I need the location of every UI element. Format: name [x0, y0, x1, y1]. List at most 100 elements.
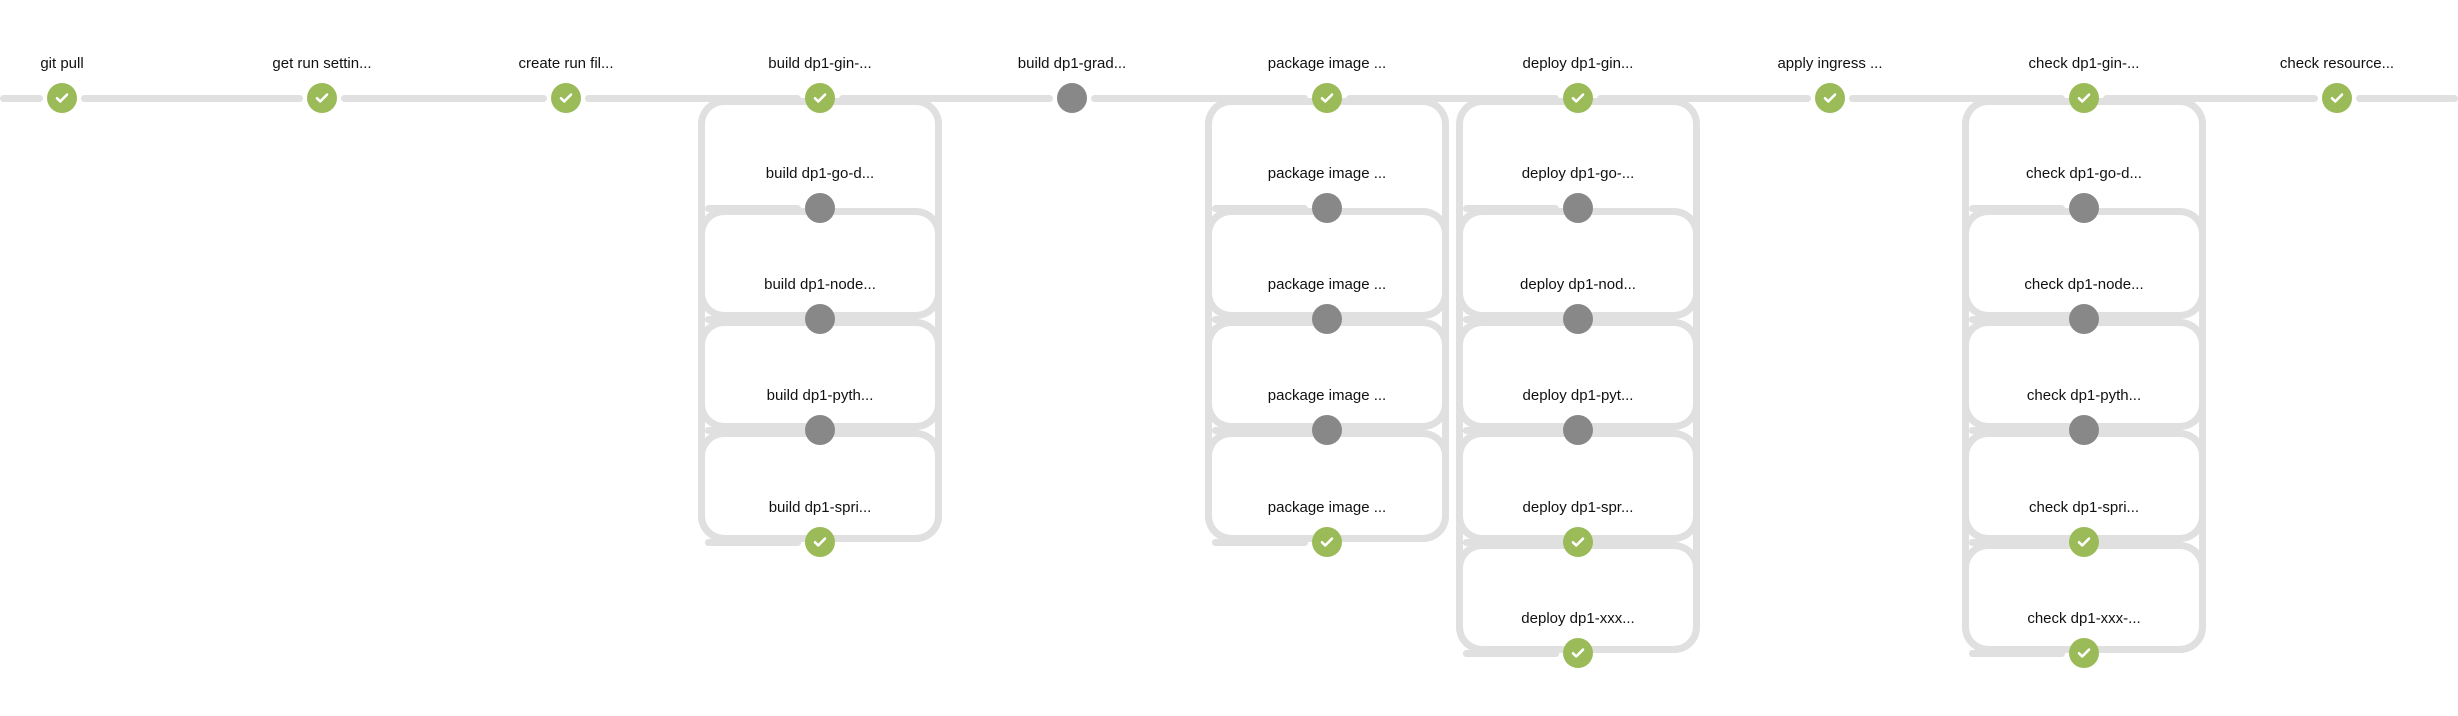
check-circle-icon — [2077, 93, 2091, 103]
rail-main-5 — [1346, 94, 1559, 102]
check-circle-icon — [1823, 93, 1837, 103]
branch-cell-right-deploy-branch-1 — [1580, 319, 1700, 430]
branch-cell-right-package-branch-1 — [1329, 319, 1449, 430]
stage-node-label: build dp1-gin-... — [768, 55, 872, 72]
branch-node-label: deploy dp1-nod... — [1520, 276, 1636, 293]
check-circle-icon — [1320, 537, 1334, 547]
stage-node-build-dp1-gin[interactable] — [805, 83, 835, 113]
branch-node-label: deploy dp1-xxx... — [1521, 610, 1635, 627]
branch-node-package-image[interactable] — [1312, 527, 1342, 557]
rail-main-2 — [585, 94, 801, 102]
check-circle-icon — [1571, 93, 1585, 103]
branch-node-deploy-dp1-nod[interactable] — [1563, 304, 1593, 334]
stage-node-create-run-fil[interactable] — [551, 83, 581, 113]
branch-node-label: deploy dp1-go-... — [1521, 165, 1635, 182]
branch-node-package-image[interactable] — [1312, 193, 1342, 223]
rail-main-3 — [839, 94, 1053, 102]
branch-node-label: build dp1-node... — [764, 276, 876, 293]
stage-node-check-dp1-gin[interactable] — [2069, 83, 2099, 113]
branch-node-build-dp1-spri[interactable] — [805, 527, 835, 557]
branch-node-label: package image ... — [1267, 499, 1387, 516]
branch-cell-left-check-branch-0 — [1962, 208, 2084, 319]
branch-node-deploy-dp1-pyt[interactable] — [1563, 415, 1593, 445]
stage-node-git-pull[interactable] — [47, 83, 77, 113]
branch-node-deploy-dp1-xxx[interactable] — [1563, 638, 1593, 668]
stage-node-label: check dp1-gin-... — [2028, 55, 2140, 72]
branch-node-label: deploy dp1-pyt... — [1522, 387, 1634, 404]
check-circle-icon — [315, 93, 329, 103]
branch-node-check-dp1-go-d[interactable] — [2069, 193, 2099, 223]
branch-cell-right-build-branch-0 — [822, 208, 942, 319]
branch-cell-left-build-branch-1 — [698, 319, 820, 430]
rail-main-6 — [1597, 94, 1811, 102]
branch-node-check-dp1-node[interactable] — [2069, 304, 2099, 334]
rail-main-1 — [341, 94, 547, 102]
branch-cell-right-package-branch-2 — [1329, 430, 1449, 542]
branch-sep-left-package-branch-2 — [1212, 538, 1308, 546]
stage-node-label: deploy dp1-gin... — [1522, 55, 1634, 72]
branch-cell-right-package-branch-0 — [1329, 208, 1449, 319]
branch-node-label: build dp1-go-d... — [765, 165, 875, 182]
check-circle-icon — [1571, 537, 1585, 547]
branch-cell-right-check-branch-3 — [2086, 542, 2206, 653]
stage-node-label: check resource... — [2279, 55, 2395, 72]
rail-main-8 — [2103, 94, 2318, 102]
stage-node-label: get run settin... — [272, 55, 372, 72]
branch-node-label: deploy dp1-spr... — [1522, 499, 1634, 516]
rail-main-0 — [81, 94, 303, 102]
branch-node-build-dp1-go-d[interactable] — [805, 193, 835, 223]
branch-cell-left-package-branch-1 — [1205, 319, 1327, 430]
branch-node-label: package image ... — [1267, 165, 1387, 182]
stage-node-check-resource[interactable] — [2322, 83, 2352, 113]
branch-cell-left-deploy-branch-1 — [1456, 319, 1578, 430]
branch-cell-right-check-branch-2 — [2086, 430, 2206, 542]
branch-cell-left-build-branch-0 — [698, 208, 820, 319]
branch-node-deploy-dp1-spr[interactable] — [1563, 527, 1593, 557]
branch-cell-right-build-branch-2 — [822, 430, 942, 542]
check-circle-icon — [2077, 648, 2091, 658]
branch-node-check-dp1-xxx[interactable] — [2069, 638, 2099, 668]
branch-sep-left-deploy-branch-3 — [1463, 649, 1559, 657]
branch-cell-left-deploy-branch-2 — [1456, 430, 1578, 542]
rail-exit — [2356, 94, 2458, 102]
branch-node-build-dp1-pyth[interactable] — [805, 415, 835, 445]
stage-node-label: git pull — [40, 55, 84, 72]
branch-cell-right-check-branch-0 — [2086, 208, 2206, 319]
branch-node-check-dp1-spri[interactable] — [2069, 527, 2099, 557]
branch-node-label: check dp1-node... — [2024, 276, 2144, 293]
rail-main-4 — [1091, 94, 1308, 102]
rail-entry — [0, 94, 43, 102]
check-circle-icon — [1571, 648, 1585, 658]
check-circle-icon — [813, 93, 827, 103]
stage-node-apply-ingress[interactable] — [1815, 83, 1845, 113]
branch-node-deploy-dp1-go[interactable] — [1563, 193, 1593, 223]
branch-cell-right-check-branch-1 — [2086, 319, 2206, 430]
stage-node-label: apply ingress ... — [1777, 55, 1883, 72]
rail-main-7 — [1849, 94, 2065, 102]
branch-sep-left-build-branch-2 — [705, 538, 801, 546]
branch-cell-right-build-branch-1 — [822, 319, 942, 430]
branch-node-label: check dp1-xxx-... — [2027, 610, 2141, 627]
branch-node-check-dp1-pyth[interactable] — [2069, 415, 2099, 445]
branch-cell-right-deploy-branch-2 — [1580, 430, 1700, 542]
check-circle-icon — [55, 93, 69, 103]
stage-node-deploy-dp1-gin[interactable] — [1563, 83, 1593, 113]
branch-node-package-image[interactable] — [1312, 415, 1342, 445]
stage-node-build-dp1-grad[interactable] — [1057, 83, 1087, 113]
check-circle-icon — [1320, 93, 1334, 103]
branch-cell-left-build-branch-2 — [698, 430, 820, 542]
branch-cell-right-deploy-branch-0 — [1580, 208, 1700, 319]
branch-cell-right-deploy-branch-3 — [1580, 542, 1700, 653]
stage-node-get-run-settin[interactable] — [307, 83, 337, 113]
branch-node-label: package image ... — [1267, 387, 1387, 404]
branch-cell-left-check-branch-2 — [1962, 430, 2084, 542]
branch-node-label: check dp1-go-d... — [2026, 165, 2142, 182]
branch-node-label: package image ... — [1267, 276, 1387, 293]
branch-node-build-dp1-node[interactable] — [805, 304, 835, 334]
branch-cell-left-package-branch-2 — [1205, 430, 1327, 542]
branch-cell-left-check-branch-3 — [1962, 542, 2084, 653]
branch-node-package-image[interactable] — [1312, 304, 1342, 334]
check-circle-icon — [2330, 93, 2344, 103]
stage-node-package-image[interactable] — [1312, 83, 1342, 113]
